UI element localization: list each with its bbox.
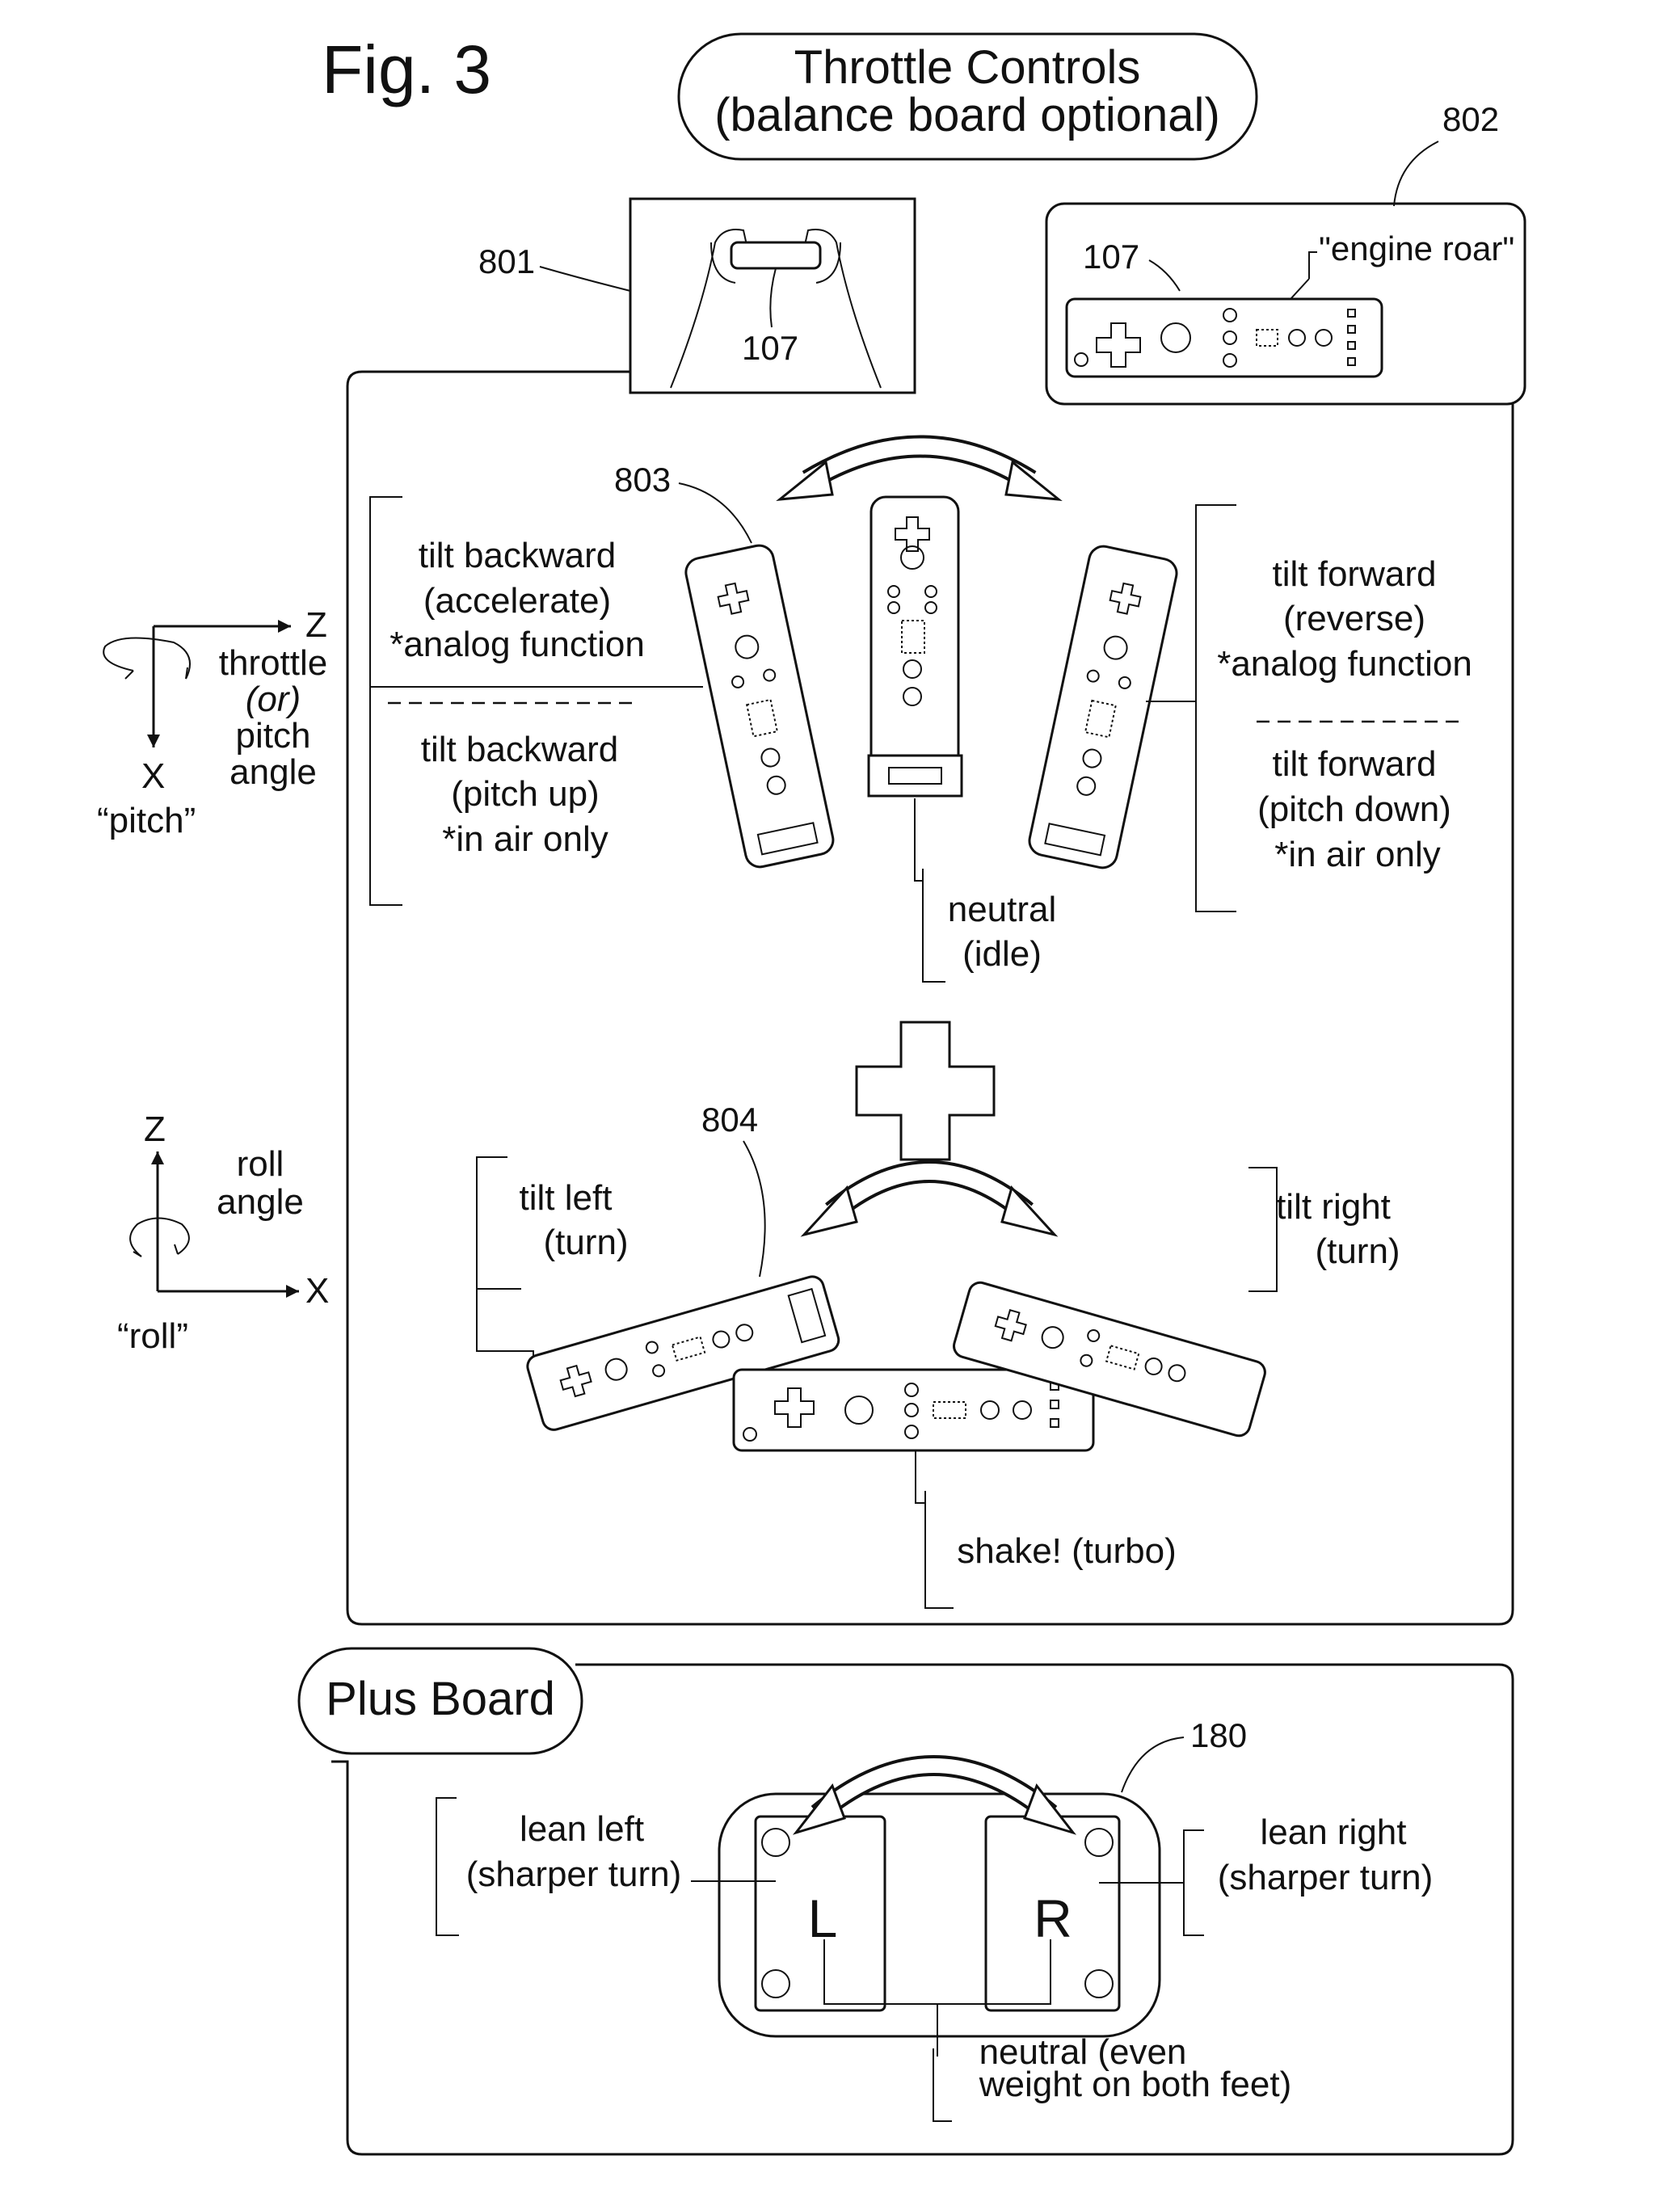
- roll-axis-caption: “roll”: [117, 1316, 188, 1356]
- remote-roll-center-icon: [732, 1368, 1095, 1452]
- engine-roar-label: "engine roar": [1319, 229, 1514, 267]
- plus-sign-icon: [855, 1021, 996, 1161]
- pitch-axes: [103, 620, 291, 747]
- roll-axes: [129, 1151, 299, 1298]
- shake-label: shake! (turbo): [957, 1531, 1176, 1571]
- header-line2: (balance board optional): [714, 89, 1220, 141]
- lean-left-line2: (sharper turn): [466, 1854, 682, 1894]
- tilt-backward-line2: (accelerate): [423, 581, 611, 621]
- neutral-board-bracket: [823, 1939, 1051, 2122]
- ref-180: 180: [1190, 1716, 1247, 1754]
- tilt-forward-line2: (reverse): [1283, 599, 1425, 638]
- board-panel: [331, 1663, 1514, 2156]
- lean-left-bracket: [436, 1797, 776, 1936]
- tilt-backward-line1: tilt backward: [419, 536, 617, 575]
- shake-bracket: [915, 1450, 954, 1609]
- roll-axis-x: X: [305, 1271, 329, 1311]
- leader-107-remote: [1148, 259, 1181, 292]
- balance-board-icon: [718, 1792, 1161, 2038]
- roll-double-arrow: [800, 1160, 1059, 1237]
- ref-802: 802: [1442, 100, 1499, 138]
- lean-right-bracket: [1099, 1829, 1204, 1936]
- tilt-forward-line4: tilt forward: [1273, 744, 1437, 784]
- neutral-idle-bracket: [914, 798, 945, 983]
- tilt-left-line2: (turn): [543, 1223, 628, 1262]
- box-802: [1045, 202, 1526, 406]
- board-left-key: L: [808, 1888, 838, 1948]
- board-right-key: R: [1034, 1888, 1072, 1948]
- horizontal-remote-icon: [1065, 297, 1383, 378]
- lean-left-line1: lean left: [520, 1809, 644, 1849]
- leader-803: [678, 482, 752, 544]
- header-line1: Throttle Controls: [794, 41, 1141, 94]
- ref-107-remote: 107: [1083, 238, 1139, 276]
- leader-801: [539, 266, 631, 292]
- header-pill: [677, 32, 1258, 161]
- remote-roll-right-icon: [953, 1281, 1266, 1438]
- pitch-label-2: (or): [246, 680, 301, 719]
- neutral-board-line1: neutral (even: [979, 2032, 1187, 2072]
- leader-802: [1393, 141, 1439, 207]
- ref-803: 803: [614, 461, 671, 499]
- tilt-right-line1: tilt right: [1276, 1187, 1391, 1227]
- leader-804: [743, 1140, 766, 1278]
- neutral-idle-line2: (idle): [962, 934, 1042, 974]
- roll-axis-z: Z: [144, 1109, 166, 1149]
- remote-tilt-forward-icon: [1028, 545, 1178, 869]
- pitch-axis-caption: “pitch”: [97, 801, 196, 840]
- leader-180: [1121, 1737, 1185, 1793]
- lean-right-line1: lean right: [1260, 1812, 1406, 1852]
- main-panel: [346, 370, 1514, 1626]
- remote-roll-left-icon: [526, 1275, 840, 1431]
- lean-right-line2: (sharper turn): [1218, 1858, 1434, 1897]
- ref-107-hands: 107: [742, 329, 798, 367]
- tilt-forward-line3: *analog function: [1217, 644, 1472, 684]
- tilt-backward-line4: tilt backward: [421, 730, 619, 769]
- pitch-label-3: pitch: [236, 716, 311, 756]
- board-double-arrow: [792, 1755, 1077, 1835]
- tilt-right-line2: (turn): [1315, 1231, 1400, 1271]
- pitch-label-4: angle: [229, 752, 317, 792]
- hands-holding-remote-icon: [670, 229, 882, 389]
- tilt-right-bracket: [1248, 1167, 1278, 1292]
- tilt-forward-line6: *in air only: [1274, 835, 1440, 874]
- tilt-backward-line6: *in air only: [442, 819, 608, 859]
- ref-801: 801: [478, 242, 535, 280]
- tilt-forward-line1: tilt forward: [1273, 554, 1437, 594]
- ref-804: 804: [701, 1101, 758, 1139]
- roll-label-1: roll: [237, 1144, 284, 1184]
- tilt-forward-bracket: [1146, 504, 1236, 912]
- neutral-board-line2: weight on both feet): [979, 2065, 1291, 2104]
- tilt-backward-bracket: [369, 496, 703, 906]
- plus-board-pill: [297, 1647, 583, 1755]
- neutral-idle-line1: neutral: [948, 890, 1057, 929]
- tilt-backward-line3: *analog function: [389, 625, 645, 664]
- roll-label-2: angle: [217, 1182, 304, 1222]
- box-801: [629, 197, 916, 394]
- plus-board-title: Plus Board: [326, 1673, 555, 1725]
- tilt-left-line1: tilt left: [520, 1178, 613, 1218]
- pitch-label-1: throttle: [219, 643, 328, 683]
- tilt-backward-line5: (pitch up): [451, 774, 599, 814]
- remote-tilt-backward-icon: [684, 544, 835, 869]
- pitch-axis-x: X: [141, 756, 165, 796]
- pitch-double-arrow: [776, 435, 1063, 501]
- pitch-axis-z: Z: [305, 605, 327, 645]
- figure-title: Fig. 3: [322, 32, 491, 107]
- remote-neutral-icon: [867, 495, 963, 798]
- tilt-forward-line5: (pitch down): [1257, 789, 1451, 829]
